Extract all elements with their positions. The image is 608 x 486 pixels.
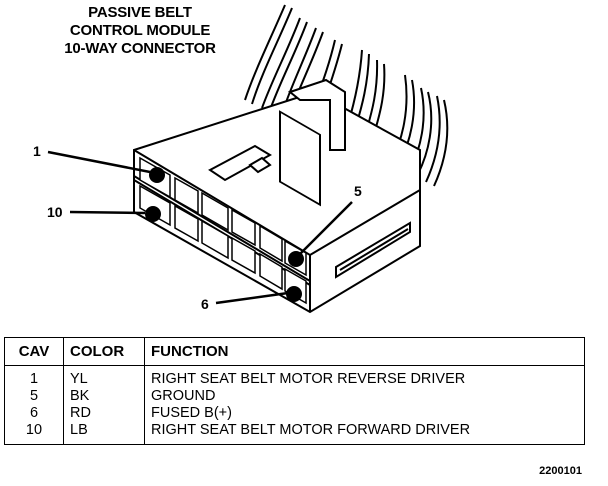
title-line-3: 10-WAY CONNECTOR <box>64 40 216 57</box>
highlighted-cavities <box>145 167 304 302</box>
table-row: 6 RD FUSED B(+) <box>4 405 585 422</box>
callout-1: 1 <box>33 143 41 159</box>
table-row: 5 BK GROUND <box>4 388 585 405</box>
connector-illustration <box>47 4 449 314</box>
header-function: FUNCTION <box>144 337 585 366</box>
cell-function: GROUND <box>144 388 585 405</box>
cell-color: RD <box>63 405 145 422</box>
title-line-2: CONTROL MODULE <box>69 22 211 39</box>
leader-10 <box>69 210 146 215</box>
cell-cav: 10 <box>4 422 64 445</box>
cavity-1-marker <box>149 167 165 183</box>
callout-6: 6 <box>201 296 209 312</box>
leader-lines <box>47 150 353 305</box>
table-row: 10 LB RIGHT SEAT BELT MOTOR FORWARD DRIV… <box>4 422 585 445</box>
header-cav: CAV <box>4 337 64 366</box>
leader-6 <box>215 291 289 305</box>
callout-5: 5 <box>354 183 362 199</box>
cavity-5-marker <box>288 251 304 267</box>
cavity-10-marker <box>145 206 161 222</box>
cell-cav: 1 <box>4 365 64 388</box>
table-row: 1 YL RIGHT SEAT BELT MOTOR REVERSE DRIVE… <box>4 365 585 388</box>
cell-color: YL <box>63 365 145 388</box>
cell-function: RIGHT SEAT BELT MOTOR FORWARD DRIVER <box>144 422 585 445</box>
cell-color: BK <box>63 388 145 405</box>
cell-function: RIGHT SEAT BELT MOTOR REVERSE DRIVER <box>144 365 585 388</box>
cell-color: LB <box>63 422 145 445</box>
reference-number: 2200101 <box>539 465 582 477</box>
leader-1 <box>47 150 151 174</box>
pinout-table: CAV COLOR FUNCTION 1 YL RIGHT SEAT BELT … <box>4 337 585 445</box>
leader-5 <box>299 201 353 255</box>
table-header-row: CAV COLOR FUNCTION <box>4 337 585 366</box>
diagram-title: PASSIVE BELT CONTROL MODULE 10-WAY CONNE… <box>20 4 260 58</box>
cell-cav: 6 <box>4 405 64 422</box>
title-line-1: PASSIVE BELT <box>88 4 192 21</box>
cell-function: FUSED B(+) <box>144 405 585 422</box>
cell-cav: 5 <box>4 388 64 405</box>
cavity-6-marker <box>286 286 302 302</box>
header-color: COLOR <box>63 337 145 366</box>
callout-10: 10 <box>47 204 63 220</box>
